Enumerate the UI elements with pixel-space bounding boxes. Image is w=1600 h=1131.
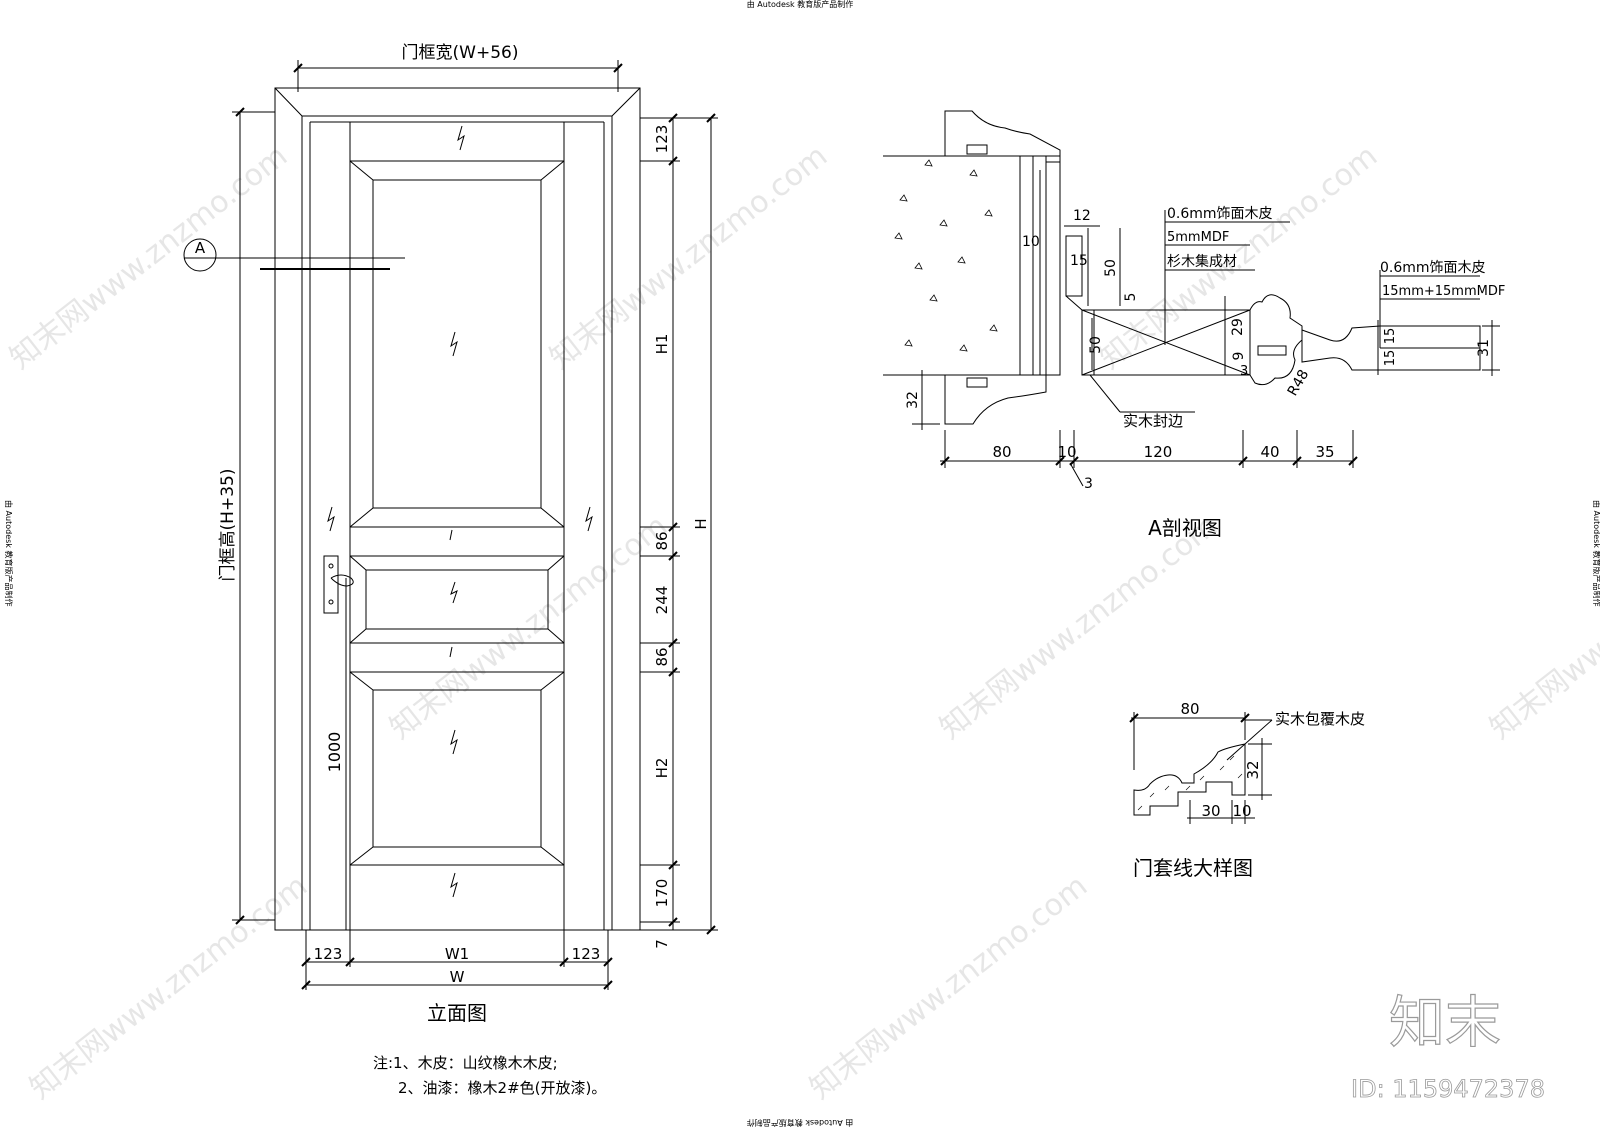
bottom-dims: 123 W1 123 W: [301, 930, 613, 990]
watermark-text-6: 知末网www.znzmo.com: [1483, 508, 1600, 746]
frame-height-label: 门框高(H+35): [218, 469, 238, 582]
door-stop: [1065, 235, 1083, 297]
wood-grain-marks: [327, 125, 593, 898]
dim-middle-panel: 244: [653, 586, 671, 615]
side-note-left: 由 Autodesk 教育版产品制作: [4, 500, 14, 606]
dim-12: 12: [1073, 208, 1091, 224]
dim-3-top: 3: [1240, 364, 1248, 379]
section-marker-circle: [183, 238, 217, 272]
right-dims: 123 H1 86 244 86 H2 170 7 H: [640, 113, 718, 949]
casing-hatch: [1137, 755, 1243, 811]
brand-id: ID: 1159472378: [1351, 1075, 1545, 1103]
section-dim-35: 35: [1315, 443, 1334, 461]
casing-title: 门套线大样图: [1133, 856, 1253, 880]
panel-moulding: [1249, 294, 1303, 386]
label-veneer-1: 0.6mm饰面木皮: [1167, 206, 1273, 222]
watermark-text-1: 知末网www.znzmo.com: [3, 138, 294, 376]
casing-dim-32: 32: [1244, 760, 1262, 779]
casing-label: 实木包覆木皮: [1275, 710, 1365, 728]
dim-total-height: H: [692, 518, 710, 529]
panel-middle-outer: [349, 555, 565, 644]
label-fir-core: 杉木集成材: [1167, 253, 1237, 270]
dim-gap: 7: [653, 939, 671, 949]
side-note-right: 由 Autodesk 教育版产品制作: [1592, 500, 1600, 606]
panel-middle-inner: [365, 569, 549, 630]
dim-9: 9: [1231, 352, 1247, 361]
label-veneer-2: 0.6mm饰面木皮: [1380, 260, 1486, 276]
dim-10: 10: [1022, 234, 1040, 250]
door-frame-inner: [301, 115, 613, 931]
dim-r48: R48: [1285, 367, 1313, 399]
label-mdf-15-15: 15mm+15mmMDF: [1382, 284, 1505, 299]
watermark-layer: 知末网www.znzmo.com 知末网www.znzmo.com 知末网www…: [3, 138, 1600, 1106]
section-dim-40: 40: [1260, 443, 1279, 461]
watermark-text-4: 知末网www.znzmo.com: [383, 508, 674, 746]
door-handle-lever: [330, 574, 354, 587]
panel-top-outer: [349, 160, 565, 528]
label-solid-edge: 实木封边: [1123, 412, 1183, 430]
watermark-text-8: 知末网www.znzmo.com: [803, 868, 1094, 1106]
section-marker-label: A: [195, 239, 206, 257]
section-title: A剖视图: [1148, 516, 1222, 540]
concrete-hatch: [894, 159, 998, 352]
dim-bottom-right: 123: [572, 945, 601, 963]
casing-detail: 80 实木包覆木皮 32 30 10 门套线大样图: [1129, 700, 1365, 880]
elevation-view: A 门框宽(W+56) 门框高(H+35) 1000: [183, 43, 718, 1097]
note-line-2: 2、油漆：橡木2#色(开放漆)。: [398, 1079, 606, 1097]
door-frame-outer: [274, 87, 641, 931]
casing-dim-30: 30: [1201, 802, 1220, 820]
header-note: 由 Autodesk 教育版产品制作: [747, 0, 853, 9]
casing-top-profile: [944, 110, 1061, 163]
dim-15-b: 15: [1383, 350, 1398, 367]
handle-height-label: 1000: [325, 732, 344, 773]
dim-32-casing: 32: [905, 391, 921, 409]
raised-panel: [1301, 325, 1481, 371]
dim-15: 15: [1070, 253, 1088, 269]
frame-miter-top: [274, 87, 641, 117]
section-dim-80: 80: [992, 443, 1011, 461]
solid-wood-edge: [1081, 309, 1095, 376]
panel-top-inner: [372, 179, 542, 509]
casing-nail-bottom: [966, 377, 988, 388]
watermark-text-2: 知末网www.znzmo.com: [543, 138, 834, 376]
dim-bottom-rail: 170: [653, 879, 671, 908]
panel-bottom-inner: [372, 689, 542, 848]
brand-logo: 知末: [1389, 991, 1501, 1056]
dim-29: 29: [1230, 318, 1246, 336]
watermark-text-7: 知末网www.znzmo.com: [23, 868, 314, 1106]
section-dim-120: 120: [1144, 443, 1173, 461]
dim-h2: H2: [653, 758, 671, 779]
door-handle-plate: [323, 555, 339, 614]
dim-5: 5: [1123, 293, 1139, 302]
dim-rail-2: 86: [653, 647, 671, 666]
section-dim-10: 10: [1057, 443, 1076, 461]
note-line-1: 注:1、木皮：山纹橡木木皮;: [373, 1054, 558, 1072]
dim-50-leaf: 50: [1088, 336, 1104, 354]
casing-dim-80: 80: [1180, 700, 1199, 718]
dim-50-top: 50: [1103, 259, 1119, 277]
section-dim-3: 3: [1084, 476, 1093, 492]
panel-bottom-outer: [349, 671, 565, 866]
casing-dim-10: 10: [1232, 802, 1251, 820]
dim-15-a: 15: [1383, 328, 1398, 345]
dim-bottom-w1: W1: [445, 945, 469, 963]
dim-rail-1: 86: [653, 531, 671, 550]
elevation-title: 立面图: [427, 1001, 487, 1025]
dim-h1: H1: [653, 334, 671, 355]
dim-top-rail: 123: [653, 125, 671, 154]
dim-bottom-left: 123: [314, 945, 343, 963]
section-view: 0.6mm饰面木皮 5mmMDF 杉木集成材 0.6mm饰面木皮 15mm+15…: [883, 110, 1505, 540]
frame-width-label: 门框宽(W+56): [402, 43, 519, 63]
dim-31: 31: [1476, 339, 1492, 357]
moulding-nail: [1257, 345, 1287, 356]
label-mdf-5: 5mmMDF: [1167, 230, 1229, 245]
casing-nail-top: [966, 144, 988, 155]
footer-note: 由 Autodesk 教育版产品制作: [747, 1118, 853, 1128]
dim-bottom-w: W: [450, 968, 465, 986]
casing-bottom-profile: [944, 374, 1047, 425]
